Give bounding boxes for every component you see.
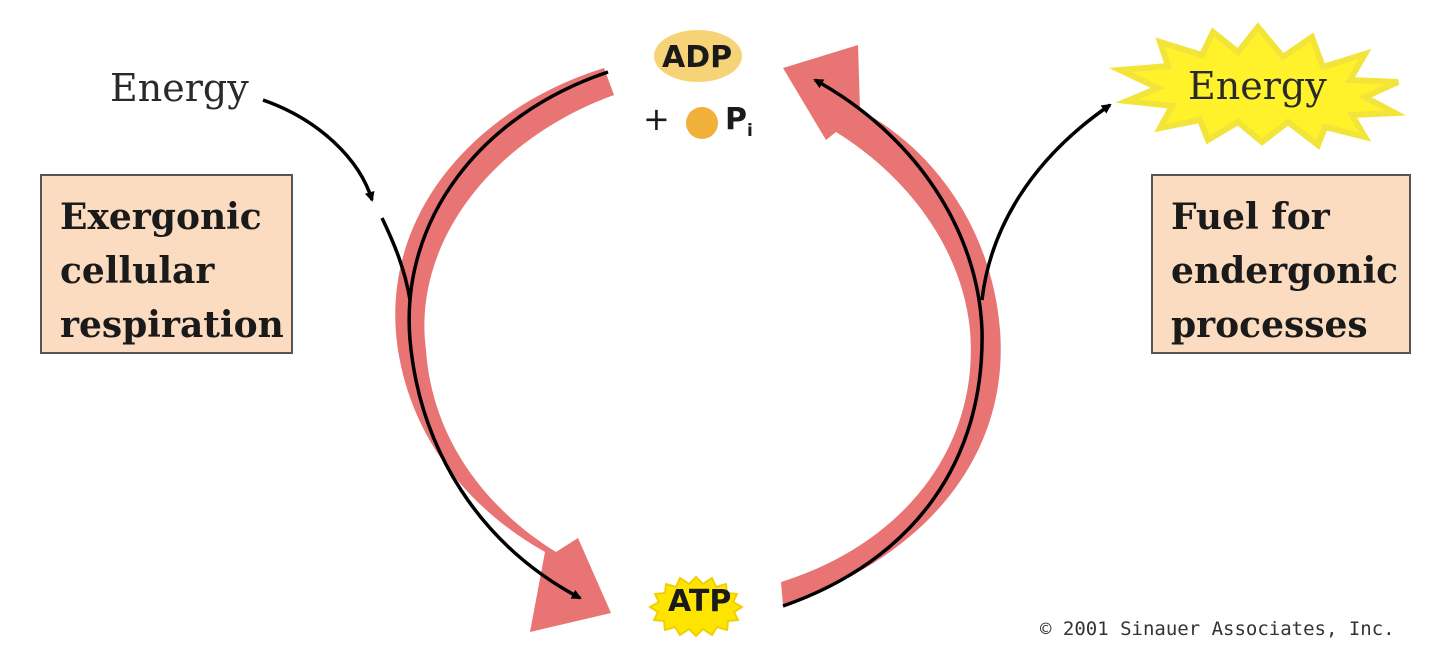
energy-in-arrow: [262, 98, 375, 202]
exergonic-box-line: respiration: [60, 304, 284, 346]
phosphate-icon: [686, 107, 718, 139]
endergonic-box-line: Fuel for: [1171, 196, 1330, 238]
energy-in-arrow-tail: [380, 217, 412, 301]
endergonic-box-line: processes: [1171, 304, 1368, 346]
atp-label: ATP: [668, 584, 732, 619]
phosphate-label: Pi: [725, 102, 753, 141]
starburst-icon: [1108, 22, 1407, 150]
exergonic-box: Exergonic cellular respiration: [40, 174, 293, 354]
adp-label: ADP: [662, 40, 733, 75]
cycle-arrow-left: [395, 68, 614, 632]
cycle-arrow-left-line: [407, 70, 609, 600]
curved-arrow-down-icon: [395, 68, 614, 632]
exergonic-box-line: Exergonic: [60, 196, 262, 238]
atp-burst-icon: [648, 575, 744, 638]
curved-arrow-up-icon: [781, 45, 1001, 605]
endergonic-box: Fuel for endergonic processes: [1151, 174, 1411, 354]
energy-in-label: Energy: [110, 66, 249, 110]
exergonic-box-line: cellular: [60, 250, 215, 292]
adp-ellipse: [654, 30, 742, 82]
cycle-arrow-right-line: [782, 78, 984, 608]
energy-out-arrow: [980, 103, 1112, 301]
cycle-arrow-right: [781, 45, 1001, 608]
copyright-notice: © 2001 Sinauer Associates, Inc.: [1040, 618, 1395, 640]
phosphate-label-sub: i: [747, 121, 753, 141]
energy-out-label: Energy: [1188, 64, 1327, 108]
endergonic-box-line: endergonic: [1171, 250, 1399, 292]
phosphate-label-main: P: [725, 102, 747, 137]
plus-sign: +: [643, 100, 670, 138]
